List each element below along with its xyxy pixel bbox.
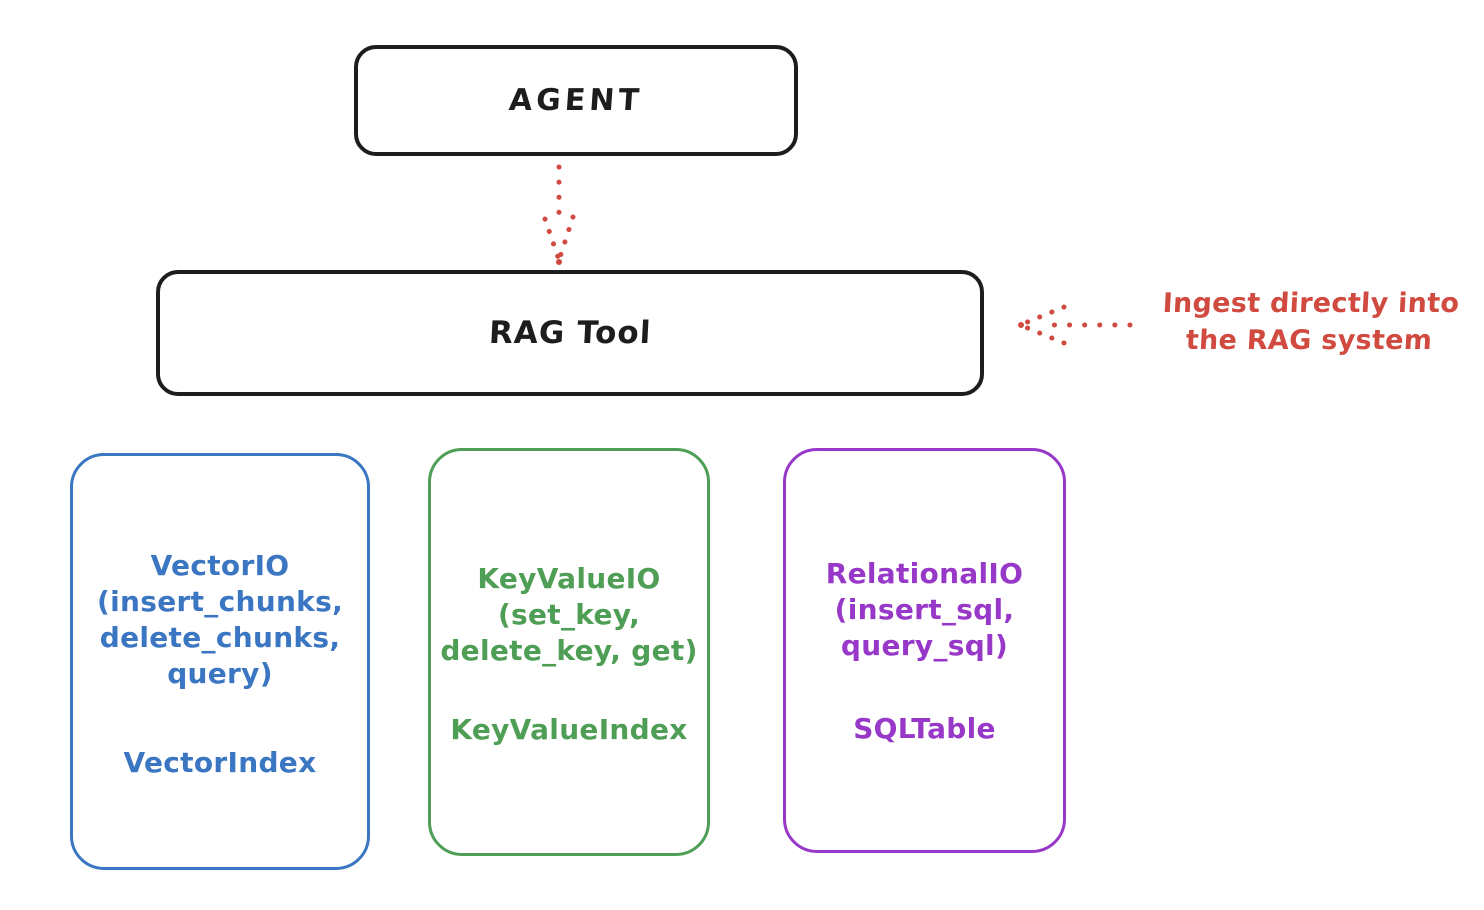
keyvalueio-line: (set_key, — [497, 598, 641, 631]
rag-tool-box: RAG Tool — [156, 270, 984, 396]
vectorio-line: VectorIO — [150, 549, 290, 582]
vectorio-line: delete_chunks, — [99, 621, 341, 654]
agent-label: AGENT — [507, 83, 645, 118]
relationalio-line: (insert_sql, — [834, 593, 1015, 626]
dotted-down-arrow-icon — [542, 164, 576, 265]
ingest-annotation-line2: the RAG system — [1185, 325, 1434, 356]
vectorio-box: VectorIO (insert_chunks, delete_chunks, … — [70, 453, 370, 870]
keyvalueio-box: KeyValueIO (set_key, delete_key, get) Ke… — [428, 448, 710, 856]
vectorio-line: query) — [167, 657, 273, 690]
agent-box: AGENT — [354, 45, 798, 156]
keyvalueio-line: delete_key, get) — [440, 634, 698, 667]
ingest-annotation-line1: Ingest directly into — [1161, 288, 1461, 319]
keyvalue-index-label: KeyValueIndex — [450, 713, 688, 746]
relationalio-line: query_sql) — [840, 629, 1009, 662]
keyvalueio-methods: KeyValueIO (set_key, delete_key, get) — [440, 561, 697, 669]
dotted-left-arrow-icon — [1018, 304, 1133, 346]
relationalio-methods: RelationalIO (insert_sql, query_sql) — [826, 556, 1024, 664]
ingest-annotation: Ingest directly into the RAG system — [1133, 285, 1484, 359]
vectorio-line: (insert_chunks, — [97, 585, 343, 618]
vectorio-methods: VectorIO (insert_chunks, delete_chunks, … — [97, 548, 343, 692]
relationalio-line: RelationalIO — [825, 557, 1024, 590]
keyvalueio-line: KeyValueIO — [477, 562, 661, 595]
sqltable-label: SQLTable — [853, 712, 996, 745]
relationalio-box: RelationalIO (insert_sql, query_sql) SQL… — [783, 448, 1066, 853]
vector-index-label: VectorIndex — [123, 746, 317, 779]
rag-tool-label: RAG Tool — [487, 315, 653, 351]
